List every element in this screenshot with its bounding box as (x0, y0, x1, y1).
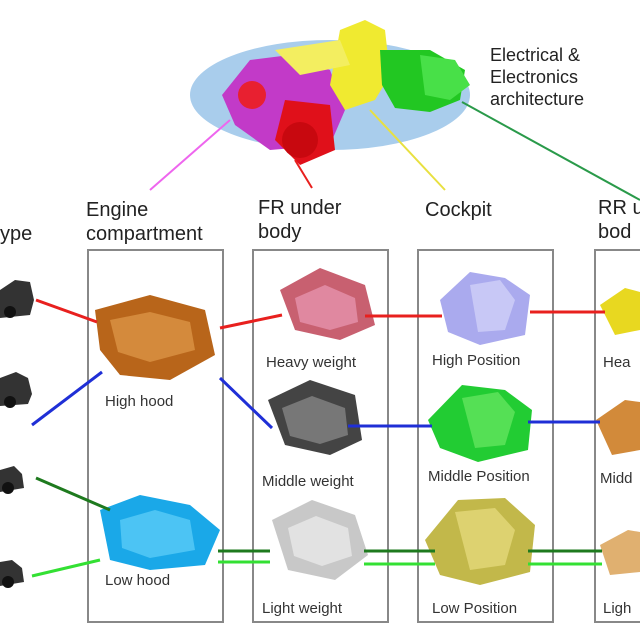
cockpit-box (417, 249, 554, 623)
heavy-rr-image (600, 288, 640, 335)
rr-heavy-label: Hea (603, 354, 631, 371)
low-hood-label: Low hood (105, 572, 171, 589)
architecture-line-3: architecture (490, 89, 585, 109)
engine-heading-line-1: Engine (86, 199, 149, 221)
fr-connector (294, 159, 313, 189)
blue-path (31, 370, 600, 430)
heavy-weight-label: Heavy weight (266, 354, 357, 371)
middle-position-label: Middle Position (428, 468, 530, 485)
cockpit-connector (369, 109, 446, 191)
low-position-cockpit-image (425, 498, 535, 585)
architecture-label: Electrical & Electronics architecture (490, 44, 584, 110)
engine-connector (149, 119, 231, 191)
architecture-line-1: Electrical & (490, 45, 581, 65)
heavy-weight-fr-image (280, 268, 375, 340)
light-green-path (31, 558, 602, 578)
high-hood-engine-image (95, 295, 215, 380)
high-position-cockpit-image (440, 272, 530, 345)
rr-heading-line-1: RR u (598, 197, 640, 219)
rr-heading-line-2: bod (598, 221, 632, 243)
low-hood-engine-image (100, 495, 220, 570)
rr-box (594, 249, 640, 623)
low-position-label: Low Position (432, 600, 518, 617)
car-icon-1 (0, 280, 34, 318)
fr-box (252, 249, 389, 623)
fr-under-heading: FR under body (258, 196, 341, 244)
car-icon-2 (0, 372, 32, 408)
cockpit-heading: Cockpit (425, 198, 492, 222)
car-icon-3 (0, 466, 24, 494)
dark-green-path (35, 476, 602, 553)
type-heading: ype (0, 223, 33, 245)
engine-box (87, 249, 224, 623)
architecture-line-2: Electronics (490, 67, 579, 87)
rr-connector (461, 101, 640, 201)
fr-heading-line-2: body (258, 221, 302, 243)
rr-under-heading: RR u bod (598, 196, 640, 244)
engine-heading: Engine compartment (86, 198, 203, 246)
middle-position-cockpit-image (428, 385, 532, 462)
middle-rr-image (596, 400, 640, 455)
light-rr-image (600, 530, 640, 575)
fr-heading-line-1: FR under (258, 197, 342, 219)
car-icon-4 (0, 560, 24, 588)
middle-weight-fr-image (268, 380, 362, 455)
rr-light-label: Ligh (603, 600, 632, 617)
light-weight-label: Light weight (262, 600, 343, 617)
car-assembly-image (222, 20, 470, 165)
engine-heading-line-2: compartment (86, 223, 203, 245)
red-path (35, 298, 605, 330)
high-position-label: High Position (432, 352, 521, 369)
light-weight-fr-image (272, 500, 368, 580)
cockpit-heading-line-1: Cockpit (425, 199, 492, 221)
middle-weight-label: Middle weight (262, 473, 354, 490)
rr-middle-label: Midd (600, 470, 633, 487)
high-hood-label: High hood (105, 393, 174, 410)
